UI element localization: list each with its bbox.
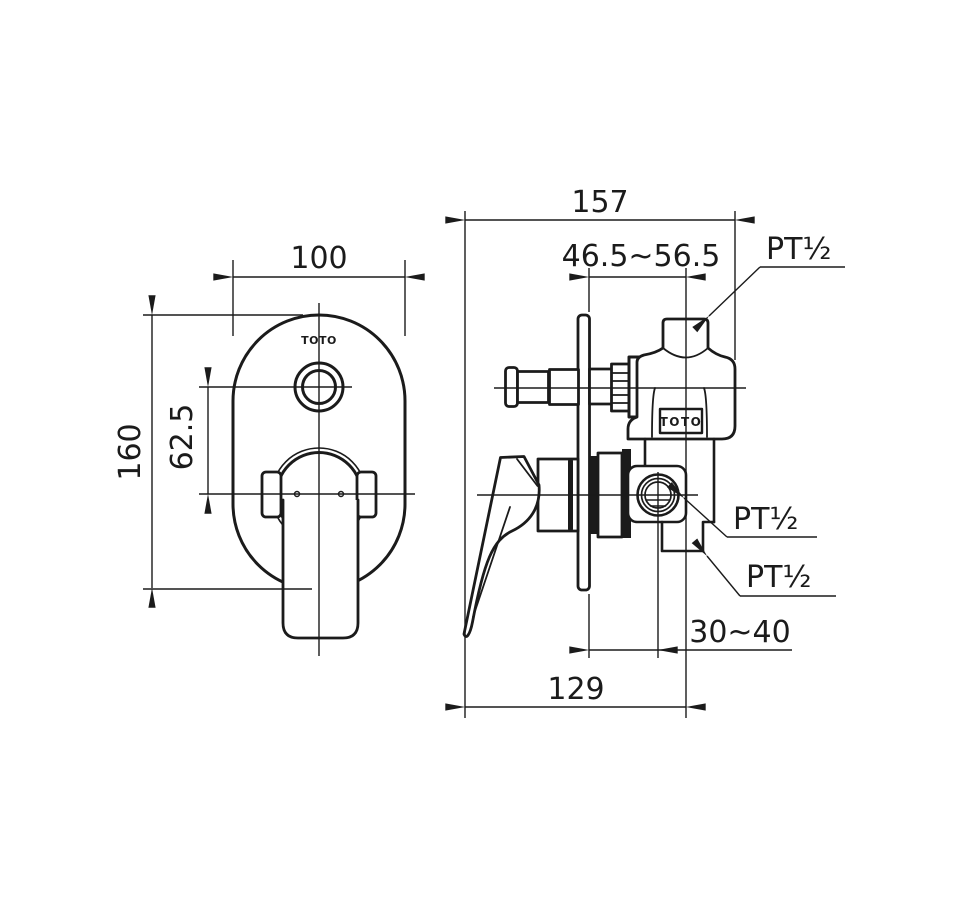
dim-side-embed-range: 46.5~56.5: [562, 239, 721, 312]
dim-front-width-100: 100: [213, 241, 425, 336]
dim-side-reach-129: 129: [445, 672, 706, 711]
side-logo-plate: [658, 407, 704, 435]
port-size-label: PT½: [766, 232, 832, 267]
dim-side-depth-157: 157: [445, 185, 755, 718]
dim-side-outlet-range: 30~40: [569, 594, 792, 658]
body-waist-left: [651, 387, 656, 438]
side-logo-text: TOTO: [660, 415, 703, 429]
dim-value: 129: [547, 672, 604, 707]
dim-value: 46.5~56.5: [562, 239, 721, 274]
port-label-side: PT½: [666, 482, 817, 538]
button-stem-segment-1: [516, 370, 550, 404]
port-label-bottom: PT½: [691, 538, 836, 597]
leader-line: [692, 266, 761, 333]
lever-blade-side: [462, 455, 541, 638]
dim-value: 30~40: [689, 615, 790, 650]
mounting-ring-dark-right: [622, 449, 631, 538]
port-size-label: PT½: [733, 502, 799, 537]
dim-value: 100: [290, 241, 347, 276]
lever-handle-front: [281, 498, 360, 640]
button-stem-segment-2: [548, 368, 580, 406]
lever-blade-inner-line: [472, 506, 511, 618]
bottom-port-outline: [660, 520, 716, 553]
port-size-label: PT½: [746, 560, 812, 595]
button-cap: [504, 366, 519, 408]
lever-blade-facet-line: [516, 458, 539, 487]
centerlines: [199, 268, 746, 718]
port-label-top: PT½: [692, 232, 845, 333]
side-view: TOTO: [462, 313, 737, 638]
body-waist-right: [703, 387, 708, 438]
dim-value: 160: [113, 423, 148, 480]
dim-value: 157: [571, 185, 628, 220]
leader-line: [691, 538, 741, 597]
dim-value: 62.5: [165, 404, 200, 471]
side-plate-edge: [576, 313, 591, 592]
dim-front-height-160: 160: [113, 295, 312, 608]
leader-line: [666, 482, 728, 538]
button-stem-segment-3: [588, 367, 614, 406]
stem-thread-lines: [611, 372, 630, 404]
dim-front-button-offset-62-5: 62.5: [165, 367, 212, 514]
